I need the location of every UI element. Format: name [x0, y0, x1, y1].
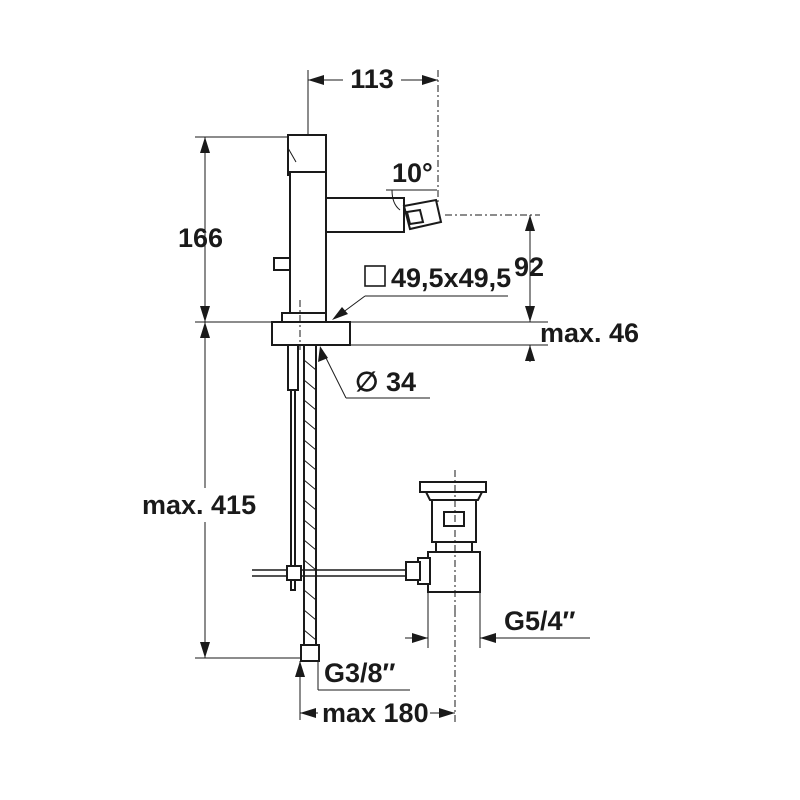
dimension-max-180: max 180: [300, 610, 456, 729]
dimension-max-46: max. 46: [525, 318, 639, 362]
dimension-g38: G3/8″: [295, 658, 410, 720]
pop-up-drain: [405, 470, 487, 610]
dimension-166: 166: [178, 136, 290, 322]
dimension-10-degrees: 10°: [386, 158, 437, 211]
faucet-body: [273, 134, 443, 323]
dim-label-max-180: max 180: [322, 698, 429, 728]
dimension-square-base: 49,5x49,5: [332, 263, 511, 320]
countertop: [195, 300, 548, 350]
dim-label-dia-34: ∅ 34: [355, 367, 416, 397]
dimension-92: 92: [445, 214, 544, 322]
dimension-dia-34: ∅ 34: [318, 346, 430, 399]
supply-hose: [252, 344, 410, 662]
dim-label-92: 92: [514, 252, 544, 282]
dim-label-10-degrees: 10°: [392, 158, 433, 188]
dim-label-g38: G3/8″: [324, 658, 396, 688]
dimension-g54: G5/4″: [405, 592, 590, 648]
dim-label-max-415: max. 415: [142, 490, 256, 520]
dim-label-max-46: max. 46: [540, 318, 639, 348]
dim-label-113: 113: [350, 64, 394, 94]
dimension-max-415: max. 415: [138, 322, 300, 659]
dim-label-166: 166: [178, 223, 223, 253]
dim-label-square-base: 49,5x49,5: [391, 263, 511, 293]
dimension-113: 113: [307, 62, 439, 205]
dim-label-g54: G5/4″: [504, 606, 576, 636]
